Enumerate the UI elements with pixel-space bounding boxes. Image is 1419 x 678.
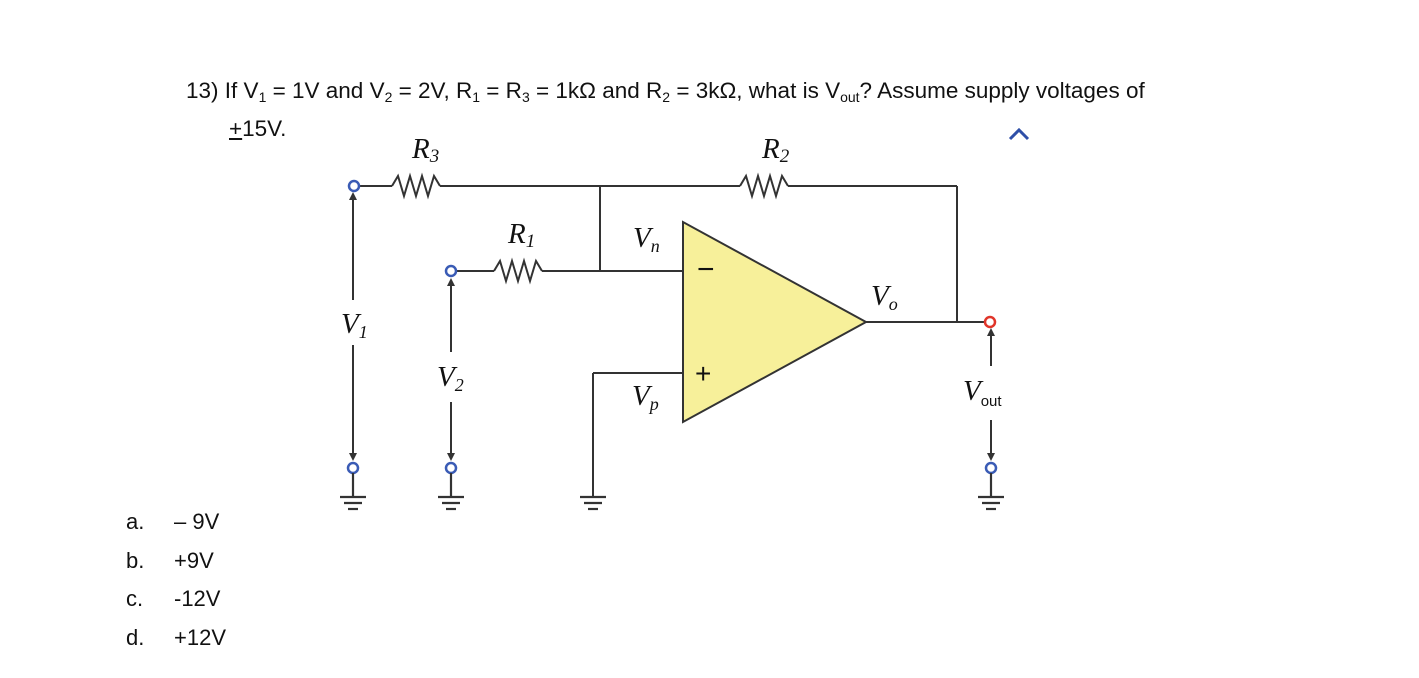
question-line-2: +15V. [186, 110, 1296, 148]
answer-option-c[interactable]: c. -12V [126, 580, 226, 619]
label-vn: Vn [633, 222, 660, 256]
question-text: 13) If V1 = 1V and V2 = 2V, R1 = R3 = 1k… [186, 72, 1296, 148]
output-terminal [983, 315, 997, 329]
ground-symbol-v2 [438, 473, 464, 511]
label-v2: V2 [437, 361, 464, 395]
ground-symbol-vp [580, 495, 606, 511]
label-vo: Vo [871, 280, 898, 314]
v1-bottom-terminal [346, 461, 360, 475]
inverting-sign: − [697, 253, 715, 286]
label-r3: R3 [411, 133, 439, 167]
option-text: – 9V [174, 509, 220, 534]
option-letter: a. [126, 509, 145, 534]
plus-minus-sign: + [229, 116, 243, 141]
ground-symbol-vout [978, 473, 1004, 511]
label-v1: V1 [341, 308, 368, 342]
option-letter: b. [126, 547, 145, 573]
v2-bottom-terminal [444, 461, 458, 475]
option-letter: c. [126, 586, 144, 611]
option-text: +12V [174, 624, 226, 650]
supply-voltage: 15V. [242, 116, 287, 141]
answer-option-b[interactable]: b. +9V [126, 542, 226, 581]
label-r1: R1 [507, 218, 535, 252]
option-text: +9V [174, 547, 214, 573]
label-r2: R2 [761, 133, 790, 167]
v1-top-terminal [347, 179, 361, 193]
answer-option-a[interactable]: a. – 9V [126, 503, 226, 542]
question-line-1: 13) If V1 = 1V and V2 = 2V, R1 = R3 = 1k… [186, 78, 1145, 105]
resistor-r1 [493, 257, 543, 285]
option-letter: d. [126, 624, 145, 650]
label-vp: Vp [632, 380, 659, 414]
op-amp-triangle [682, 220, 869, 424]
answer-options: a. – 9V b. +9V c. -12V d. +12V [126, 503, 226, 657]
resistor-r3 [391, 172, 441, 200]
resistor-r2 [739, 172, 789, 200]
v2-top-terminal [444, 264, 458, 278]
circuit-wires [359, 172, 985, 497]
caret-up-icon [1008, 127, 1030, 141]
question-number: 13) [186, 78, 219, 103]
option-text: -12V [174, 586, 221, 611]
label-vout: Vout [963, 375, 1002, 410]
vout-bottom-terminal [984, 461, 998, 475]
answer-option-d[interactable]: d. +12V [126, 619, 226, 658]
noninverting-sign: + [695, 358, 711, 389]
ground-symbol-v1 [340, 473, 366, 511]
